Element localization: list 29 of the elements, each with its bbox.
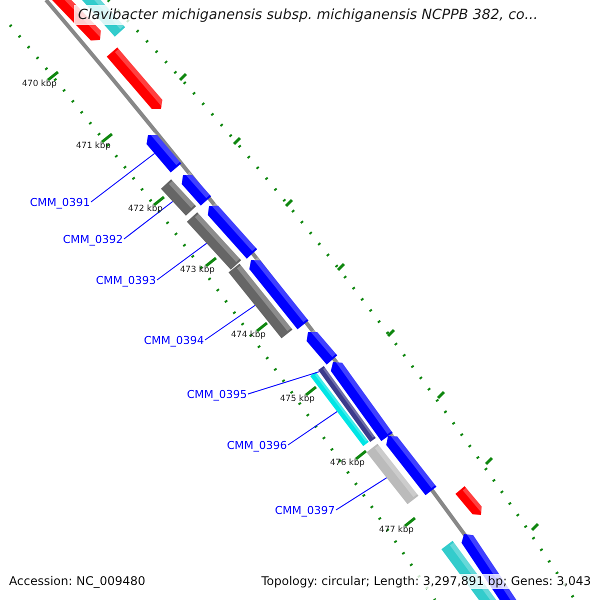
gene-label: CMM_0397 bbox=[274, 504, 335, 517]
position-label: 474 kbp bbox=[231, 330, 266, 341]
position-label: 473 kbp bbox=[180, 265, 215, 276]
position-label: 476 kbp bbox=[330, 458, 365, 469]
leader-line bbox=[248, 371, 320, 394]
gene-block bbox=[146, 132, 182, 172]
gene-label: CMM_0394 bbox=[144, 334, 204, 347]
gene-label: CMM_0392 bbox=[62, 233, 123, 246]
leader-line bbox=[90, 153, 155, 202]
gene-label: CMM_0395 bbox=[186, 388, 247, 401]
leader-line bbox=[288, 411, 338, 446]
position-label: 471 kbp bbox=[76, 141, 111, 152]
gene-label: CMM_0393 bbox=[96, 274, 156, 287]
gene-block bbox=[366, 444, 418, 504]
accession-label: Accession: NC_009480 bbox=[8, 574, 146, 589]
position-label: 477 kbp bbox=[379, 525, 414, 536]
gene-block bbox=[228, 264, 292, 338]
leader-line bbox=[124, 201, 174, 240]
position-label: 470 kbp bbox=[22, 79, 57, 90]
gene-block bbox=[160, 179, 196, 216]
genome-stats: Topology: circular; Length: 3,297,891 bp; Genes: 3,043 bbox=[259, 574, 593, 589]
gene-label: CMM_0391 bbox=[30, 196, 90, 209]
leader-line bbox=[156, 242, 208, 280]
leader-line bbox=[336, 477, 388, 510]
gene-label: CMM_0396 bbox=[226, 439, 287, 452]
position-label: 475 kbp bbox=[280, 394, 315, 405]
position-label: 472 kbp bbox=[128, 204, 163, 215]
gene-block bbox=[318, 366, 376, 442]
leader-line bbox=[204, 304, 256, 340]
